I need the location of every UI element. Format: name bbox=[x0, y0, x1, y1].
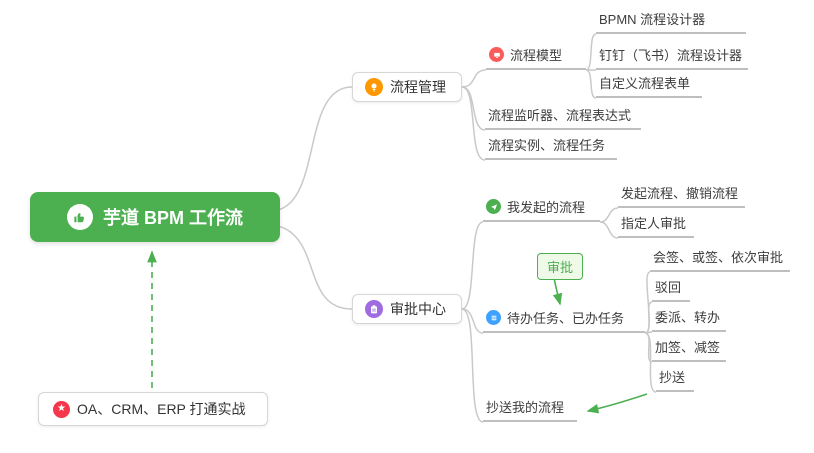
node-cc-my-flow[interactable]: 抄送我的流程 bbox=[483, 398, 577, 422]
node-custom-form[interactable]: 自定义流程表单 bbox=[596, 74, 702, 98]
node-bpmn-designer[interactable]: BPMN 流程设计器 bbox=[596, 10, 746, 34]
node-root[interactable]: 芋道 BPM 工作流 bbox=[30, 192, 280, 242]
process-model-icon bbox=[489, 47, 504, 62]
arrow-approval-to-todo bbox=[552, 277, 563, 306]
node-label: BPMN 流程设计器 bbox=[599, 12, 706, 27]
arrow-cc-to-ccmyflow bbox=[586, 393, 648, 414]
node-assignee-approval[interactable]: 指定人审批 bbox=[618, 214, 694, 238]
lightbulb-icon bbox=[365, 78, 383, 96]
node-label: 审批中心 bbox=[390, 301, 446, 317]
node-countersign[interactable]: 会签、或签、依次审批 bbox=[650, 248, 790, 272]
node-process-model[interactable]: 流程模型 bbox=[486, 46, 586, 70]
node-label: 自定义流程表单 bbox=[599, 76, 691, 91]
node-label: 委派、转办 bbox=[655, 310, 721, 325]
node-label: 抄送 bbox=[659, 370, 686, 385]
node-label: 流程监听器、流程表达式 bbox=[488, 108, 632, 123]
node-label: 发起流程、撤销流程 bbox=[621, 186, 739, 201]
node-todo-done[interactable]: 待办任务、已办任务 bbox=[483, 309, 645, 333]
node-label: 驳回 bbox=[655, 280, 682, 295]
node-label: OA、CRM、ERP 打通实战 bbox=[77, 401, 246, 417]
node-listener-expression[interactable]: 流程监听器、流程表达式 bbox=[485, 106, 641, 130]
clipboard-icon bbox=[365, 300, 383, 318]
node-process-mgmt[interactable]: 流程管理 bbox=[352, 72, 462, 102]
node-label: 流程管理 bbox=[390, 79, 446, 95]
node-dingtalk-designer[interactable]: 钉钉（飞书）流程设计器 bbox=[596, 46, 748, 70]
paper-plane-icon bbox=[486, 199, 501, 214]
node-initiate-cancel[interactable]: 发起流程、撤销流程 bbox=[618, 184, 745, 208]
node-approval-center[interactable]: 审批中心 bbox=[352, 294, 462, 324]
node-label: 我发起的流程 bbox=[507, 200, 586, 215]
node-label: 流程实例、流程任务 bbox=[488, 138, 606, 153]
node-reject[interactable]: 驳回 bbox=[652, 278, 690, 302]
node-label: 加签、减签 bbox=[655, 340, 721, 355]
node-oa-crm-erp[interactable]: ★ OA、CRM、ERP 打通实战 bbox=[38, 392, 268, 426]
task-list-icon bbox=[486, 310, 501, 325]
node-my-initiated[interactable]: 我发起的流程 bbox=[483, 198, 600, 222]
thumbs-up-icon bbox=[66, 204, 93, 230]
node-label: 抄送我的流程 bbox=[486, 400, 565, 415]
root-label: 芋道 BPM 工作流 bbox=[102, 208, 243, 228]
tag-approval[interactable]: 审批 bbox=[537, 253, 584, 280]
node-label: 指定人审批 bbox=[621, 216, 687, 231]
node-cc[interactable]: 抄送 bbox=[656, 368, 694, 392]
node-label: 待办任务、已办任务 bbox=[507, 311, 625, 326]
node-label: 钉钉（飞书）流程设计器 bbox=[599, 48, 743, 63]
node-label: 会签、或签、依次审批 bbox=[653, 250, 784, 265]
star-icon: ★ bbox=[53, 400, 70, 418]
node-add-reduce-sign[interactable]: 加签、减签 bbox=[652, 338, 726, 362]
node-label: 流程模型 bbox=[510, 48, 563, 63]
node-instance-task[interactable]: 流程实例、流程任务 bbox=[485, 136, 617, 160]
node-delegate-transfer[interactable]: 委派、转办 bbox=[652, 308, 726, 332]
